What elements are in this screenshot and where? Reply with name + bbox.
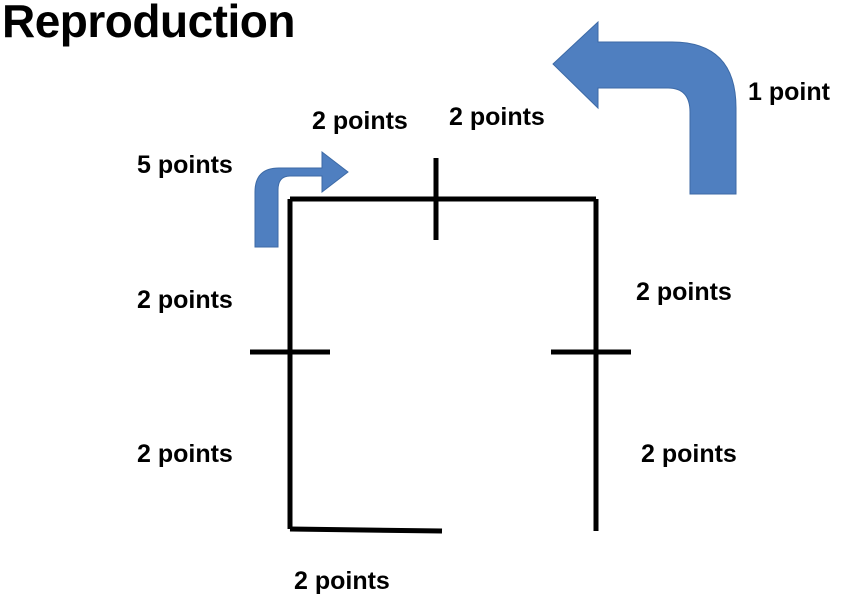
page-title: Reproduction xyxy=(2,0,295,47)
label-five-points: 5 points xyxy=(137,151,233,179)
curved-arrow-left-icon xyxy=(552,20,737,195)
label-two-points-left-upper: 2 points xyxy=(137,286,233,314)
frame-lines xyxy=(250,158,631,534)
label-two-points-bottom: 2 points xyxy=(294,567,390,595)
label-two-points-top-left: 2 points xyxy=(312,107,408,135)
label-two-points-left-lower: 2 points xyxy=(137,440,233,468)
label-two-points-right-upper: 2 points xyxy=(636,278,732,306)
bottom-line xyxy=(289,526,443,534)
label-two-points-right-lower: 2 points xyxy=(641,440,737,468)
label-one-point: 1 point xyxy=(748,78,830,106)
curved-arrow-right-icon xyxy=(254,150,349,248)
label-two-points-top-right: 2 points xyxy=(449,103,545,131)
